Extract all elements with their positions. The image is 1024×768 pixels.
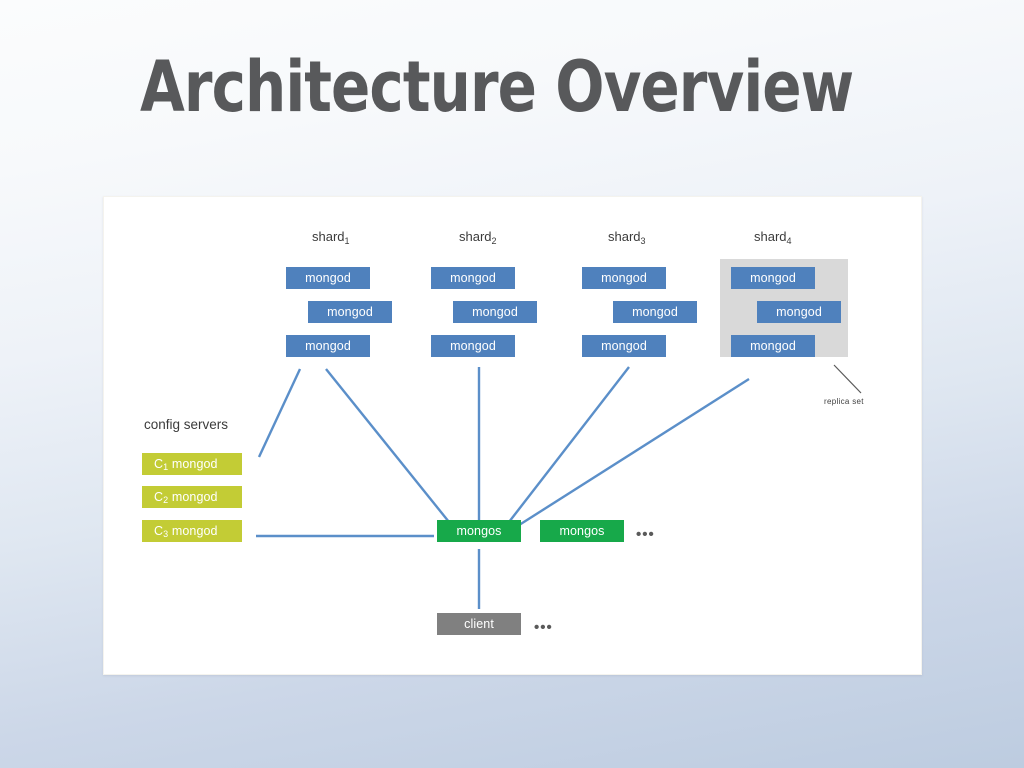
mongod-shard3-node2[interactable]: mongod	[613, 301, 697, 323]
mongod-shard1-node1[interactable]: mongod	[286, 267, 370, 289]
mongos-ellipsis: •••	[636, 526, 655, 543]
mongod-shard3-node3[interactable]: mongod	[582, 335, 666, 357]
mongos-router-1[interactable]: mongos	[437, 520, 521, 542]
connector-lines	[256, 364, 862, 609]
architecture-diagram-panel: shard1 shard2 shard3 shard4 mongod mongo…	[103, 196, 922, 675]
mongod-shard1-node2[interactable]: mongod	[308, 301, 392, 323]
client-node[interactable]: client	[437, 613, 521, 635]
client-ellipsis: •••	[534, 619, 553, 636]
replica-set-label: replica set	[824, 397, 864, 406]
shard-label-1: shard1	[312, 229, 350, 246]
mongod-shard4-node2[interactable]: mongod	[757, 301, 841, 323]
mongod-shard4-node1[interactable]: mongod	[731, 267, 815, 289]
mongod-shard2-node1[interactable]: mongod	[431, 267, 515, 289]
mongod-shard1-node3[interactable]: mongod	[286, 335, 370, 357]
shard-label-3: shard3	[608, 229, 646, 246]
mongod-shard2-node2[interactable]: mongod	[453, 301, 537, 323]
page-title: Architecture Overview	[140, 46, 854, 128]
diagram-canvas: shard1 shard2 shard3 shard4 mongod mongo…	[104, 197, 921, 674]
mongod-shard3-node1[interactable]: mongod	[582, 267, 666, 289]
mongod-shard2-node3[interactable]: mongod	[431, 335, 515, 357]
mongod-shard4-node3[interactable]: mongod	[731, 335, 815, 357]
mongos-router-2[interactable]: mongos	[540, 520, 624, 542]
config-servers-label: config servers	[144, 417, 229, 432]
shard-label-4: shard4	[754, 229, 792, 246]
shard-label-2: shard2	[459, 229, 497, 246]
